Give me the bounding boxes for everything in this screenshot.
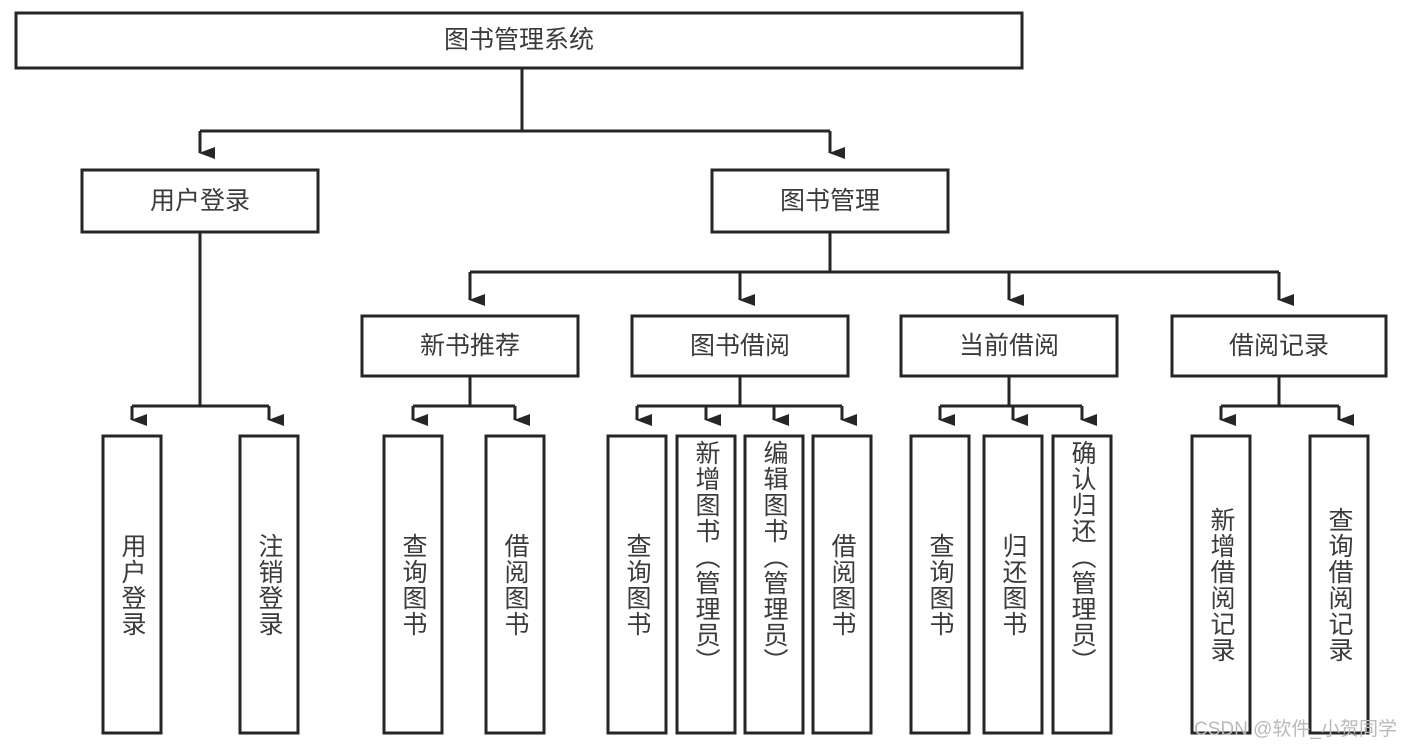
connector-new-book-recommend-to-leaves <box>411 376 530 426</box>
node-box-leaf-query-record[interactable] <box>1308 434 1370 735</box>
connector-book-manage-to-level3 <box>468 232 1294 306</box>
node-box-current-borrow[interactable] <box>899 314 1119 378</box>
node-box-leaf-add-record[interactable] <box>1190 434 1252 735</box>
node-box-leaf-return-book[interactable] <box>982 434 1044 735</box>
node-box-book-manage[interactable] <box>710 168 950 234</box>
node-box-leaf-user-login[interactable] <box>101 434 163 735</box>
watermark-text: CSDN @软件_小贺同学 <box>1194 719 1397 740</box>
node-box-borrow-record[interactable] <box>1170 314 1388 378</box>
connector-current-borrow-to-leaves <box>938 376 1097 426</box>
node-box-leaf-borrow-book-2[interactable] <box>811 434 873 735</box>
node-box-leaf-user-logout[interactable] <box>238 434 300 735</box>
node-box-leaf-add-book[interactable] <box>675 434 737 735</box>
node-box-leaf-query-book-2[interactable] <box>606 434 668 735</box>
node-box-root[interactable] <box>14 11 1024 70</box>
connector-root-to-level2 <box>198 68 845 159</box>
connector-borrow-record-to-leaves <box>1219 376 1354 426</box>
connector-book-borrow-to-leaves <box>635 376 857 426</box>
node-box-leaf-edit-book[interactable] <box>743 434 805 735</box>
node-box-leaf-query-book-3[interactable] <box>909 434 971 735</box>
connector-user-login-to-leaves <box>130 232 284 426</box>
node-box-leaf-borrow-book-1[interactable] <box>484 434 546 735</box>
node-box-leaf-confirm-return[interactable] <box>1051 434 1113 735</box>
node-box-book-borrow[interactable] <box>630 314 850 378</box>
node-box-leaf-query-book-1[interactable] <box>382 434 444 735</box>
node-box-new-book-recommend[interactable] <box>360 314 580 378</box>
node-box-user-login[interactable] <box>80 168 320 234</box>
